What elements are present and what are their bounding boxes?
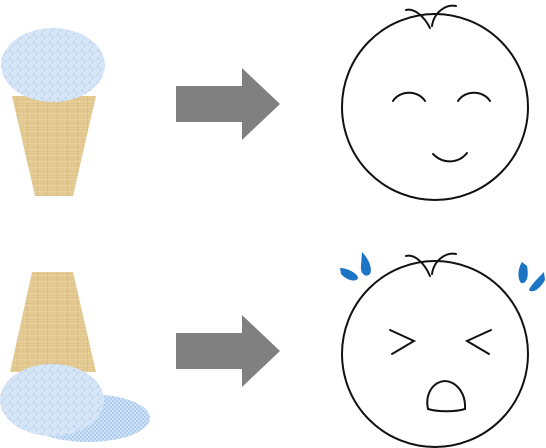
sweat-drops: [340, 252, 545, 292]
crying-face-left-eye: [389, 329, 417, 355]
ice-cream-upright: [1, 28, 105, 196]
arrow-right-1: [176, 68, 280, 140]
crying-face-hair: [405, 252, 457, 277]
happy-face-head: [341, 13, 529, 201]
scoop-upright: [1, 28, 105, 102]
crying-face-head: [341, 260, 529, 448]
happy-face-right-eye: [457, 91, 491, 102]
sweat-drop-icon: [340, 268, 358, 281]
crying-face: [340, 252, 545, 448]
sweat-drop-icon: [529, 272, 545, 292]
row-happy: [1, 4, 529, 201]
sweat-drop-icon: [360, 252, 371, 276]
arrow-right-2: [176, 315, 280, 387]
happy-face-hair: [405, 4, 457, 29]
crying-face-right-eye: [464, 329, 492, 355]
ice-cream-dropped: [0, 272, 150, 442]
scoop-dropped: [0, 364, 104, 436]
sweat-drop-icon: [518, 262, 528, 284]
happy-face-smile: [432, 152, 468, 163]
crying-face-mouth: [426, 379, 467, 413]
happy-face-left-eye: [392, 91, 426, 102]
happy-face: [341, 4, 529, 201]
cone-upright: [12, 96, 96, 196]
cone-upside-down: [10, 272, 96, 372]
row-crying: [0, 252, 545, 448]
